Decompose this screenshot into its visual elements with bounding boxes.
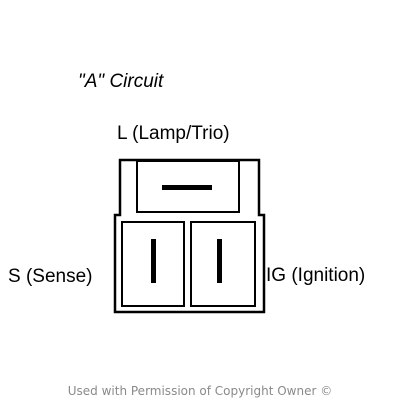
sense-terminal-blade: [151, 239, 156, 283]
lamp-terminal-blade: [162, 185, 212, 190]
label-ignition-terminal: IG (Ignition): [266, 265, 366, 286]
ignition-terminal-cavity: [190, 221, 256, 307]
label-lamp-terminal: L (Lamp/Trio): [117, 123, 230, 144]
circuit-title: "A" Circuit: [78, 71, 164, 92]
sense-terminal-cavity: [121, 221, 185, 307]
lamp-terminal-cavity: [136, 160, 240, 213]
copyright-footer: Used with Permission of Copyright Owner …: [67, 384, 333, 398]
ignition-terminal-blade: [217, 239, 222, 283]
connector-housing: [113, 158, 266, 314]
label-sense-terminal: S (Sense): [8, 266, 93, 287]
